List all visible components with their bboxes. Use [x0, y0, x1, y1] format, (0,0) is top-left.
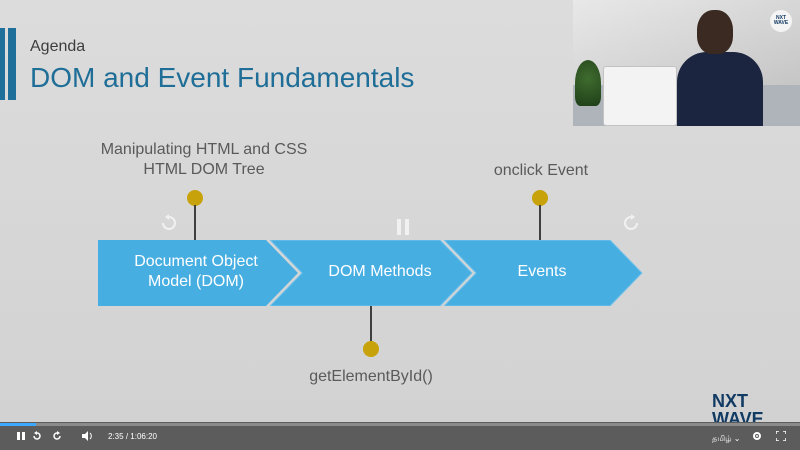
overlay-forward-icon[interactable] [622, 214, 640, 237]
forward-button[interactable] [52, 430, 62, 448]
annotation-stem-dom [194, 205, 196, 241]
webcam-logo-line2: WAVE [773, 20, 789, 26]
progress-track[interactable] [0, 423, 800, 426]
chevron-step-3 [443, 240, 643, 306]
annotation-dot-events [532, 190, 548, 206]
current-time: 2:35 [108, 432, 124, 441]
annotation-methods: getElementById() [309, 368, 433, 385]
webcam-feed: NXT WAVE [573, 0, 800, 126]
annotation-stem-events [539, 205, 541, 241]
instructor-head [697, 10, 733, 54]
duration: 1:06:20 [130, 432, 157, 441]
step-label-dom: Document Object Model (DOM) [134, 253, 258, 290]
webcam-plant [575, 60, 601, 106]
volume-button[interactable] [82, 430, 94, 448]
language-selector[interactable]: தமிழ் ⌄ [712, 430, 740, 448]
settings-button[interactable] [752, 430, 762, 448]
chevron-step-2 [269, 240, 473, 306]
instructor-body [677, 52, 763, 126]
progress-fill [0, 423, 36, 426]
language-label: தமிழ் [712, 434, 732, 443]
annotation-dot-methods [363, 341, 379, 357]
overlay-rewind-icon[interactable] [160, 214, 178, 237]
chevron-down-icon: ⌄ [733, 434, 741, 443]
fullscreen-button[interactable] [775, 430, 787, 448]
annotation-dot-dom [187, 190, 203, 206]
chevron-step-1 [98, 240, 298, 306]
webcam-laptop [603, 66, 677, 126]
annotation-stem-methods [370, 306, 372, 342]
play-pause-button[interactable] [16, 430, 26, 448]
step-label-events: Events [517, 263, 567, 280]
slide-title: DOM and Event Fundamentals [30, 62, 415, 93]
annotation-events: onclick Event [493, 162, 589, 179]
process-chevron-graphic [98, 240, 643, 306]
player-control-bar [0, 422, 800, 450]
overlay-pause-icon[interactable] [397, 219, 411, 240]
time-display: 2:35 / 1:06:20 [108, 432, 157, 441]
webcam-logo-badge: NXT WAVE [770, 10, 792, 32]
time-separator: / [125, 432, 129, 441]
accent-bar [0, 28, 16, 100]
slide: Agenda DOM and Event Fundamentals NXT WA… [0, 0, 800, 428]
webcam-logo-line1: NXT [776, 15, 786, 21]
rewind-button[interactable] [32, 430, 42, 448]
annotation-dom: Manipulating HTML and CSS HTML DOM Tree [100, 141, 308, 178]
step-label-methods: DOM Methods [328, 263, 432, 280]
slide-kicker: Agenda [30, 38, 86, 55]
